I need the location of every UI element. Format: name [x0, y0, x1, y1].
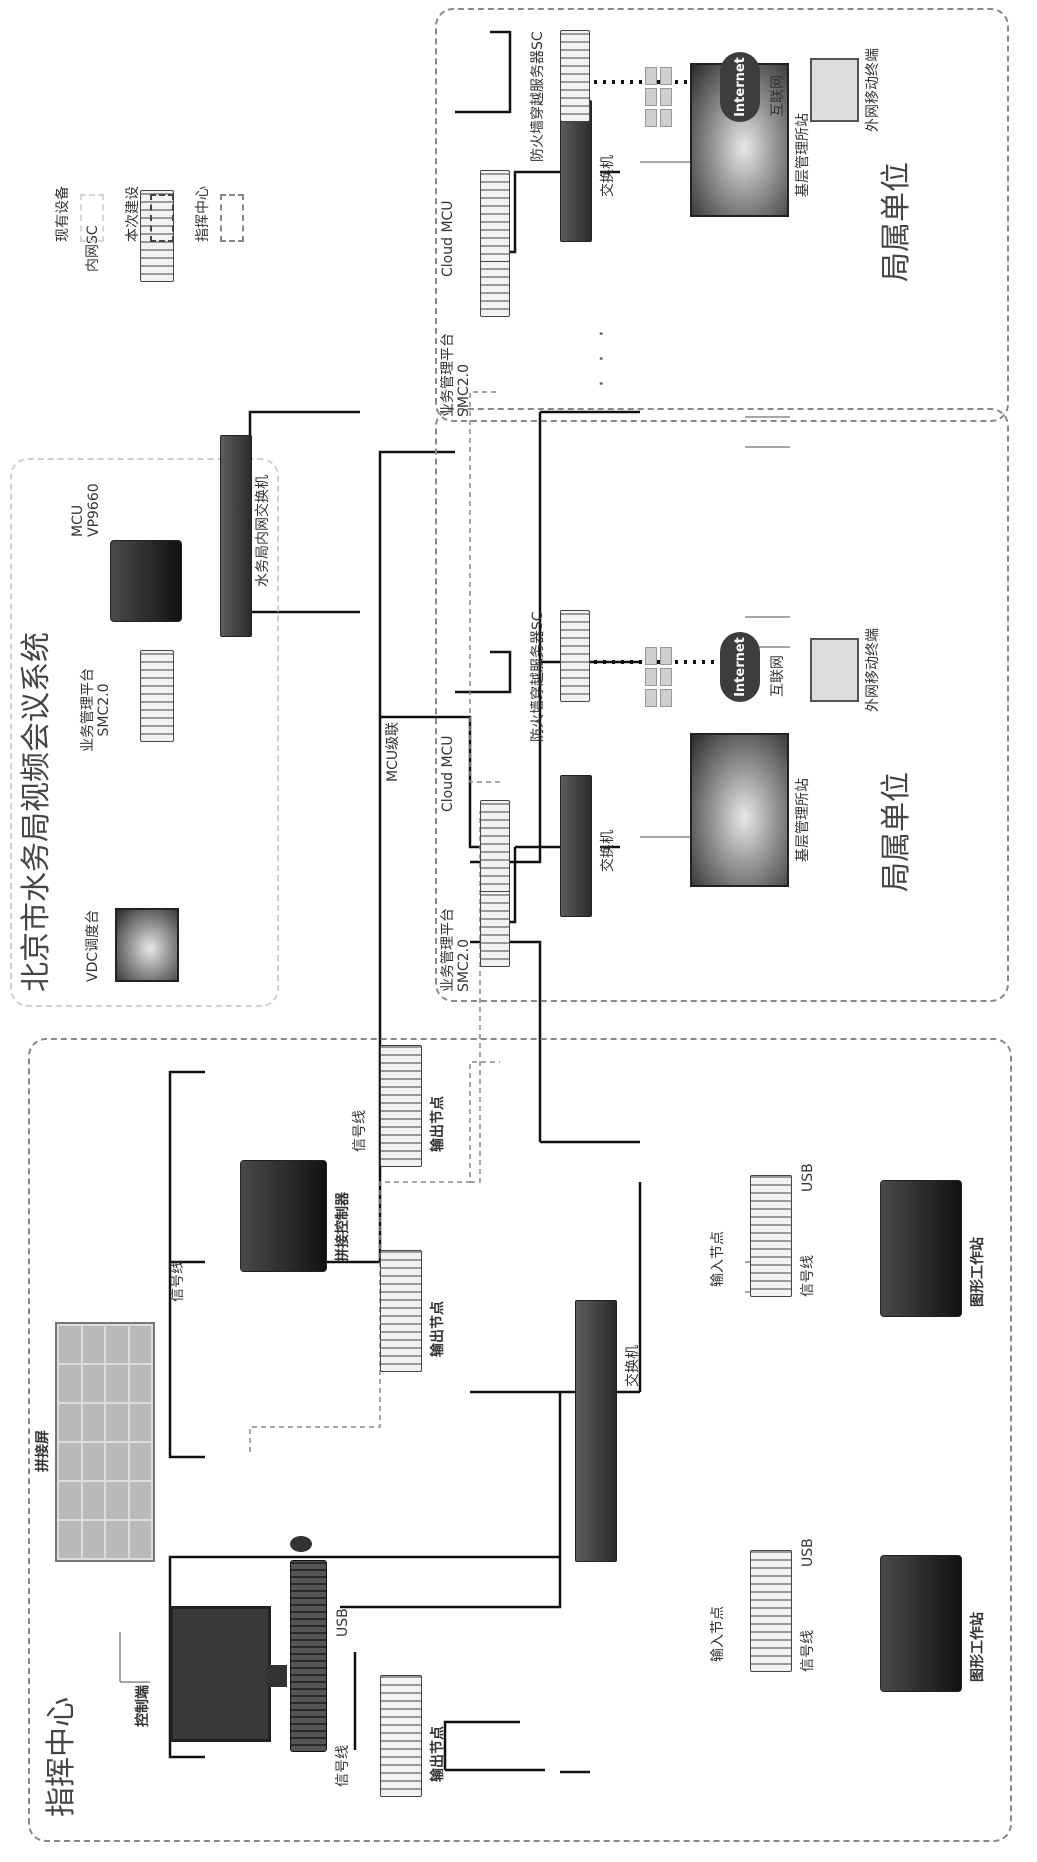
graphics-workstation-2-label: 图形工作站 — [970, 1237, 986, 1307]
mcu-cascade-label: MCU级联 — [385, 722, 401, 782]
legend-swatch-new-build — [150, 194, 174, 242]
bottom-unit-cloud-mcu-server — [480, 800, 510, 892]
output-node-1-label: 输出节点 — [430, 1726, 446, 1782]
legend-new-build-label: 本次建设 — [125, 186, 141, 242]
intranet-switch-label: 水务局内网交换机 — [255, 475, 271, 587]
console-monitor-stand — [265, 1665, 287, 1687]
input-node-1 — [750, 1550, 792, 1672]
top-unit-smc-version: SMC2.0 — [456, 333, 472, 417]
command-center-switch-label: 交换机 — [625, 1345, 641, 1387]
bottom-unit-cloud-mcu-label: Cloud MCU — [440, 735, 456, 812]
top-unit-internet-label: 互联网 — [770, 75, 786, 117]
console-mouse — [290, 1536, 312, 1552]
bottom-unit-internet-label: 互联网 — [770, 655, 786, 697]
bottom-unit-title: 局属单位 — [880, 772, 915, 892]
hq-smc-version-label: SMC2.0 — [96, 668, 112, 752]
hq-mcu-label: MCU VP9660 — [70, 483, 102, 537]
bottom-unit-internet-icon: Internet — [720, 632, 760, 702]
bottom-unit-mobile-terminal-icon — [810, 638, 859, 702]
top-unit-mobile-terminal-label: 外网移动终端 — [865, 48, 881, 132]
hq-mcu-model: VP9660 — [86, 483, 102, 537]
top-unit-firewall-sc-label: 防火墙穿越服务器SC — [530, 31, 546, 162]
splicing-screen-label: 拼接屏 — [35, 1430, 51, 1472]
legend-swatch-command-center — [220, 194, 244, 242]
output-node-3-label: 输出节点 — [430, 1096, 446, 1152]
top-unit-internet-icon: Internet — [720, 52, 760, 122]
controller-signal-line-label: 信号线 — [352, 1110, 368, 1152]
top-unit-firewall-icon — [645, 67, 672, 127]
bottom-unit-firewall-sc-label: 防火墙穿越服务器SC — [530, 611, 546, 742]
splicing-screen — [55, 1322, 155, 1562]
command-center-title: 指挥中心 — [45, 1697, 80, 1817]
bottom-unit-station-label: 基层管理所站 — [795, 778, 811, 862]
top-unit-firewall-sc — [560, 30, 590, 122]
top-unit-title: 局属单位 — [880, 162, 915, 282]
vdc-label: VDC调度台 — [85, 910, 101, 982]
top-unit-mobile-terminal-icon — [810, 58, 859, 122]
hq-mcu-name: MCU — [70, 483, 86, 537]
graphics-workstation-2 — [880, 1180, 962, 1317]
bottom-unit-smc-platform: 业务管理平台 — [440, 908, 456, 992]
top-unit-smc-platform: 业务管理平台 — [440, 333, 456, 417]
bottom-unit-switch — [560, 775, 592, 917]
console-monitor — [170, 1606, 271, 1742]
bottom-unit-smc-version: SMC2.0 — [456, 908, 472, 992]
splicing-controller-label: 拼接控制器 — [335, 1192, 351, 1262]
command-center-switch — [575, 1300, 617, 1562]
console-signal-line-label: 信号线 — [335, 1745, 351, 1787]
graphics-workstation-1 — [880, 1555, 962, 1692]
bottom-unit-smc-label: 业务管理平台 SMC2.0 — [440, 908, 472, 992]
input-node-2-signal-line-label: 信号线 — [800, 1255, 816, 1297]
bottom-unit-switch-label: 交换机 — [600, 830, 616, 872]
input-node-1-label: 输入节点 — [710, 1606, 726, 1662]
splicing-signal-line-label: 信号线 — [170, 1260, 186, 1302]
output-node-3 — [380, 1045, 422, 1167]
output-node-2-label: 输出节点 — [430, 1301, 446, 1357]
input-node-2-label: 输入节点 — [710, 1231, 726, 1287]
console-label: 控制端 — [135, 1685, 151, 1727]
unit-region-bottom — [435, 408, 1009, 1002]
hq-mcu-device — [110, 540, 182, 622]
top-unit-cloud-mcu-server — [480, 170, 510, 262]
console-usb-label: USB — [335, 1608, 351, 1637]
top-unit-cloud-mcu-label: Cloud MCU — [440, 200, 456, 277]
bottom-unit-mobile-terminal-label: 外网移动终端 — [865, 628, 881, 712]
video-system-title: 北京市水务局视频会议系统 — [20, 632, 55, 992]
legend-existing-label: 现有设备 — [55, 186, 71, 242]
output-node-2 — [380, 1250, 422, 1372]
top-unit-smc-label: 业务管理平台 SMC2.0 — [440, 333, 472, 417]
hq-smc-label: 业务管理平台 SMC2.0 — [80, 668, 112, 752]
hq-smc-server — [140, 650, 174, 742]
vdc-console-device — [115, 908, 179, 982]
input-node-2 — [750, 1175, 792, 1297]
legend-command-center-label: 指挥中心 — [195, 186, 211, 242]
input-node-1-signal-line-label: 信号线 — [800, 1630, 816, 1672]
intranet-switch — [220, 435, 252, 637]
splicing-controller — [240, 1160, 327, 1272]
graphics-workstation-1-label: 图形工作站 — [970, 1612, 986, 1682]
input-node-1-usb-label: USB — [800, 1538, 816, 1567]
bottom-unit-firewall-sc — [560, 610, 590, 702]
hq-smc-platform-label: 业务管理平台 — [80, 668, 96, 752]
legend-swatch-existing — [80, 194, 104, 242]
top-unit-switch-label: 交换机 — [600, 155, 616, 197]
top-unit-station-label: 基层管理所站 — [795, 113, 811, 197]
input-node-2-usb-label: USB — [800, 1163, 816, 1192]
console-keyboard — [290, 1560, 327, 1752]
bottom-unit-display — [690, 733, 789, 887]
output-node-1 — [380, 1675, 422, 1797]
bottom-unit-firewall-icon — [645, 647, 672, 707]
